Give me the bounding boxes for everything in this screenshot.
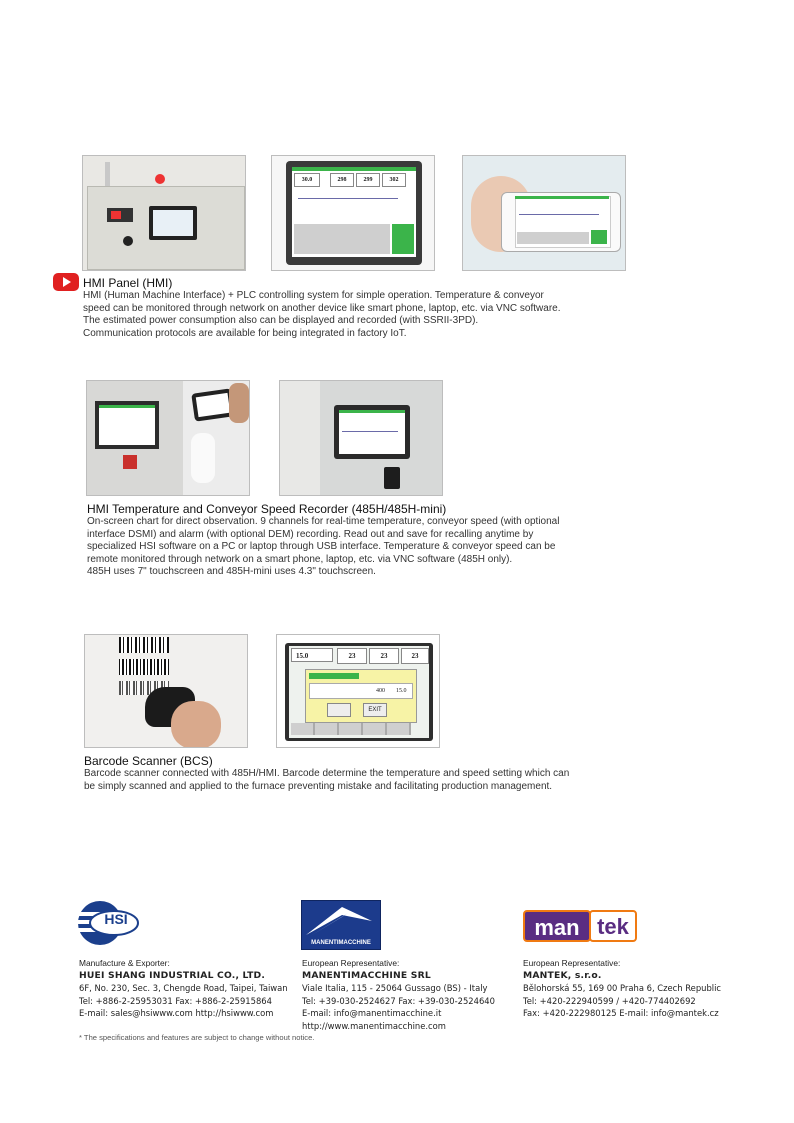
recorder-machine-photo	[86, 380, 250, 496]
section-body-barcode: Barcode scanner connected with 485H/HMI.…	[84, 768, 570, 792]
bcs-exit-button[interactable]: EXIT	[363, 703, 387, 717]
bcs-setting-row: 400 15.0	[309, 683, 413, 699]
barcode-hmi-screen: 15.0 23 23 23 400 15.0 EXIT	[276, 634, 440, 748]
manentimacchine-logo: MANENTIMACCHINE	[301, 900, 381, 950]
manenti-email-link[interactable]: E-mail: info@manentimacchine.it	[302, 1008, 442, 1018]
recorder-panel-photo	[279, 380, 443, 496]
mantek-email-link[interactable]: Fax: +420-222980125 E-mail: info@mantek.…	[523, 1008, 719, 1018]
hmi-value-tile: 30.0	[294, 173, 320, 187]
section-title-recorder: HMI Temperature and Conveyor Speed Recor…	[87, 502, 447, 516]
section-title-barcode: Barcode Scanner (BCS)	[84, 754, 213, 768]
bcs-value-tile: 23	[337, 648, 367, 664]
hmi-cabinet-photo	[82, 155, 246, 271]
manenti-website-link[interactable]: http://www.manentimacchine.com	[302, 1020, 446, 1031]
footer-mantek-contact: European Representative: MANTEK, s.r.o. …	[523, 957, 738, 1020]
hsi-email-link[interactable]: E-mail: sales@hsiwww.com http://hsiwww.c…	[79, 1008, 274, 1018]
hmi-screen-photo: 30.0 298 299 302	[271, 155, 435, 271]
bcs-value-tile: 15.0	[291, 648, 333, 662]
mantek-logo: man tek	[523, 906, 637, 946]
hmi-smartphone-photo	[462, 155, 626, 271]
hmi-value-tile: 299	[356, 173, 380, 187]
hsi-logo: HSI	[76, 898, 142, 948]
section-title-hmi-panel: HMI Panel (HMI)	[83, 276, 173, 290]
video-play-icon[interactable]	[53, 273, 79, 291]
section-body-recorder: On-screen chart for direct observation. …	[87, 516, 560, 577]
barcode-scanner-photo	[84, 634, 248, 748]
section-body-hmi-panel: HMI (Human Machine Interface) + PLC cont…	[83, 290, 561, 339]
bcs-value-tile: 23	[369, 648, 399, 664]
hmi-value-tile: 298	[330, 173, 354, 187]
footer-hsi-contact: Manufacture & Exporter: HUEI SHANG INDUS…	[79, 957, 294, 1020]
hmi-value-tile: 302	[382, 173, 406, 187]
disclaimer-note: * The specifications and features are su…	[79, 1033, 315, 1042]
bcs-value-tile: 23	[401, 648, 429, 664]
footer-manenti-contact: European Representative: MANENTIMACCHINE…	[302, 957, 517, 1032]
